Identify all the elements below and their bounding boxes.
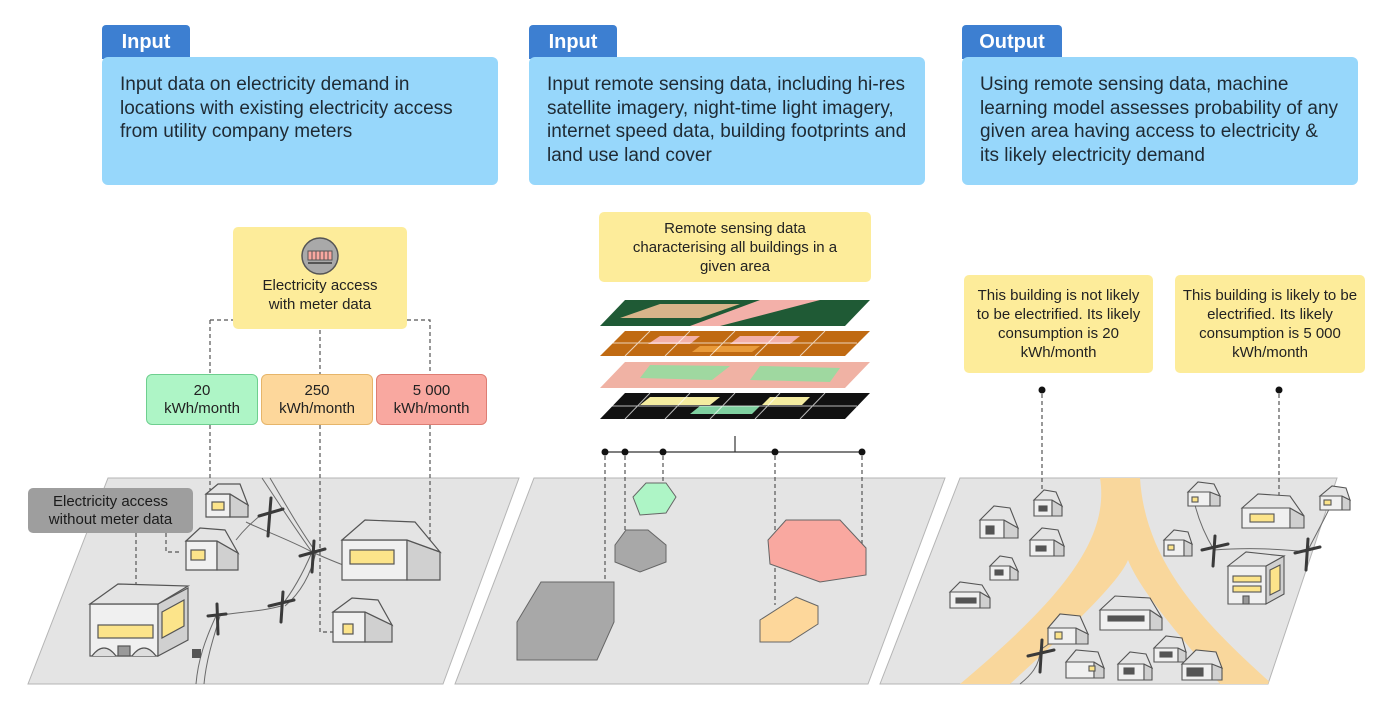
demand-unit: kWh/month: [164, 399, 240, 417]
meter-icon: [301, 237, 339, 275]
meter-data-text: Electricity access with meter data: [262, 277, 378, 313]
demand-box-250: 250 kWh/month: [261, 374, 373, 425]
input-tab-1: Input: [102, 25, 190, 59]
demand-box-5000: 5 000 kWh/month: [376, 374, 487, 425]
remote-sensing-label: Remote sensing data characterising all b…: [599, 212, 871, 282]
demand-value: 5 000: [412, 381, 451, 399]
output-description: Using remote sensing data, machine learn…: [962, 57, 1358, 185]
no-meter-data-label: Electricity access without meter data: [28, 488, 193, 533]
input-description-1: Input data on electricity demand in loca…: [102, 57, 498, 185]
demand-box-20: 20 kWh/month: [146, 374, 258, 425]
demand-value: 250: [304, 381, 330, 399]
electrified-label: This building is likely to be electrifie…: [1175, 275, 1365, 373]
not-electrified-label: This building is not likely to be electr…: [964, 275, 1153, 373]
input-tab-2: Input: [529, 25, 617, 59]
demand-value: 20: [193, 381, 211, 399]
input-description-2: Input remote sensing data, including hi-…: [529, 57, 925, 185]
demand-unit: kWh/month: [279, 399, 355, 417]
demand-unit: kWh/month: [393, 399, 470, 417]
output-tab: Output: [962, 25, 1062, 59]
